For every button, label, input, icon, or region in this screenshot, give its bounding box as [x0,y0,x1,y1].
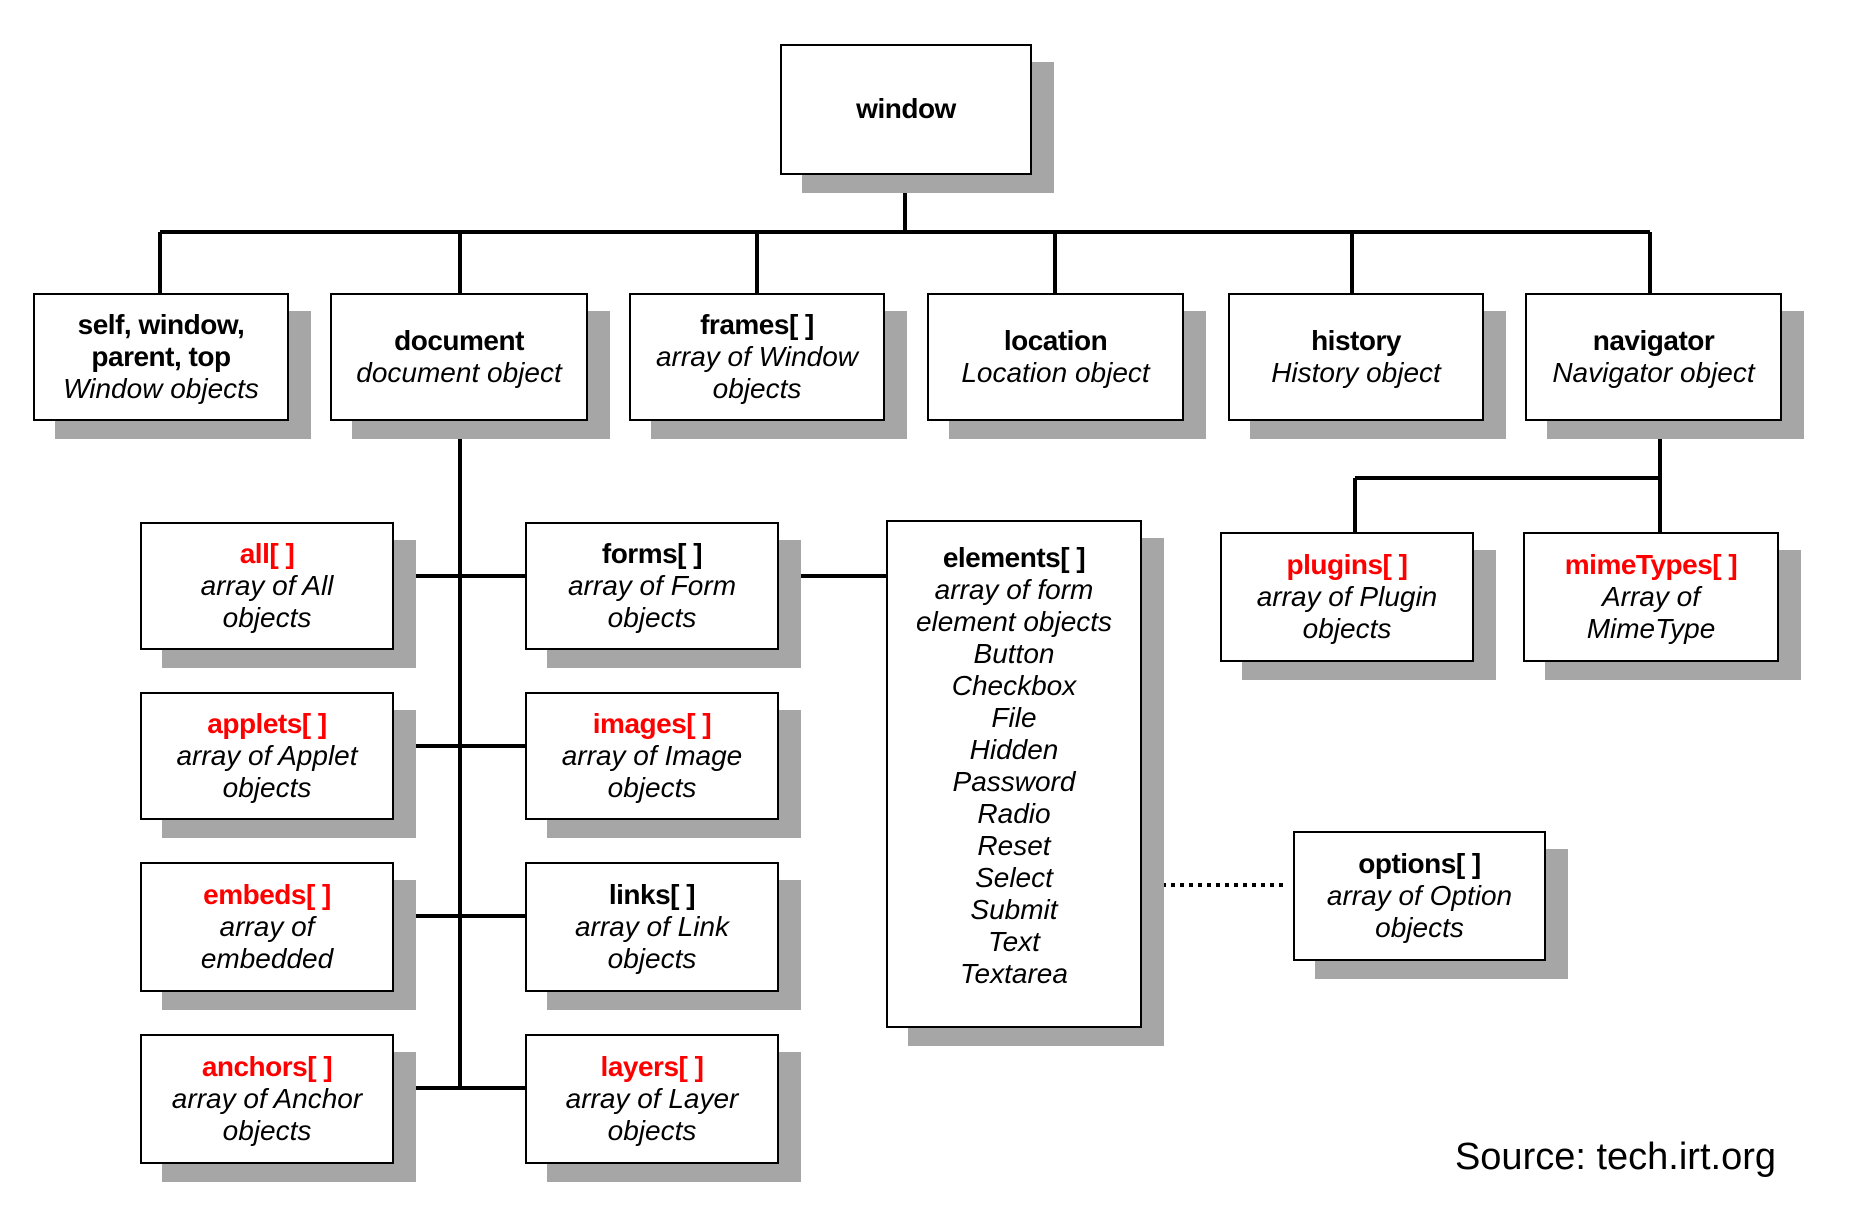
node-links-title: links[ ] [608,878,696,910]
node-embeds: embeds[ ] array of embedded [140,862,394,992]
node-embeds-title: embeds[ ] [203,878,331,910]
node-forms-desc: array of Form objects [567,569,737,634]
node-options: options[ ] array of Option objects [1293,831,1546,961]
node-plugins: plugins[ ] array of Plugin objects [1220,532,1474,662]
node-anchors-title: anchors[ ] [201,1050,333,1082]
node-images: images[ ] array of Image objects [525,692,779,820]
node-all: all[ ] array of All objects [140,522,394,650]
node-window-title: window [856,93,956,125]
node-forms: forms[ ] array of Form objects [525,522,779,650]
node-forms-title: forms[ ] [601,537,703,569]
node-location-desc: Location object [961,357,1150,388]
node-location: location Location object [927,293,1184,421]
node-elements-title: elements[ ] [942,542,1086,573]
node-history-title: history [1311,324,1401,356]
node-anchors-desc: array of Anchor objects [171,1082,363,1147]
node-document-title: document [394,324,524,356]
node-frames-title: frames[ ] [700,308,814,340]
node-mimetypes-desc: Array of MimeType [1586,580,1716,645]
node-document-desc: document object [356,357,562,388]
node-applets: applets[ ] array of Applet objects [140,692,394,820]
node-all-title: all[ ] [239,537,295,569]
node-mimetypes-title: mimeTypes[ ] [1564,548,1738,580]
node-layers-desc: array of Layer objects [565,1082,739,1147]
node-history: history History object [1228,293,1484,421]
node-location-title: location [1003,324,1108,356]
node-navigator-title: navigator [1592,324,1715,356]
node-history-desc: History object [1271,357,1441,388]
node-navigator-desc: Navigator object [1552,357,1755,388]
node-layers-title: layers[ ] [600,1050,704,1082]
node-frames: frames[ ] array of Window objects [629,293,885,421]
node-elements: elements[ ] array of form element object… [886,520,1142,1028]
node-frames-desc: array of Window objects [655,340,859,405]
node-applets-title: applets[ ] [207,707,327,739]
node-images-title: images[ ] [592,707,712,739]
node-images-desc: array of Image objects [561,739,743,804]
node-layers: layers[ ] array of Layer objects [525,1034,779,1164]
node-self-title: self, window, parent, top [77,308,245,372]
node-self-window-parent-top: self, window, parent, top Window objects [33,293,289,421]
node-window: window [780,44,1032,175]
node-links: links[ ] array of Link objects [525,862,779,992]
node-self-desc: Window objects [63,373,259,405]
node-anchors: anchors[ ] array of Anchor objects [140,1034,394,1164]
node-all-desc: array of All objects [200,569,334,634]
node-options-title: options[ ] [1358,847,1481,879]
node-applets-desc: array of Applet objects [176,739,358,804]
node-plugins-desc: array of Plugin objects [1256,580,1438,645]
node-document: document document object [330,293,588,421]
node-elements-desc: array of form element objects Button Che… [915,574,1113,990]
node-embeds-desc: array of embedded [200,910,334,975]
node-links-desc: array of Link objects [574,910,730,975]
node-plugins-title: plugins[ ] [1286,548,1408,580]
node-navigator: navigator Navigator object [1525,293,1782,421]
node-mimetypes: mimeTypes[ ] Array of MimeType [1523,532,1779,662]
node-options-desc: array of Option objects [1326,879,1513,944]
source-caption: Source: tech.irt.org [1454,1136,1776,1178]
